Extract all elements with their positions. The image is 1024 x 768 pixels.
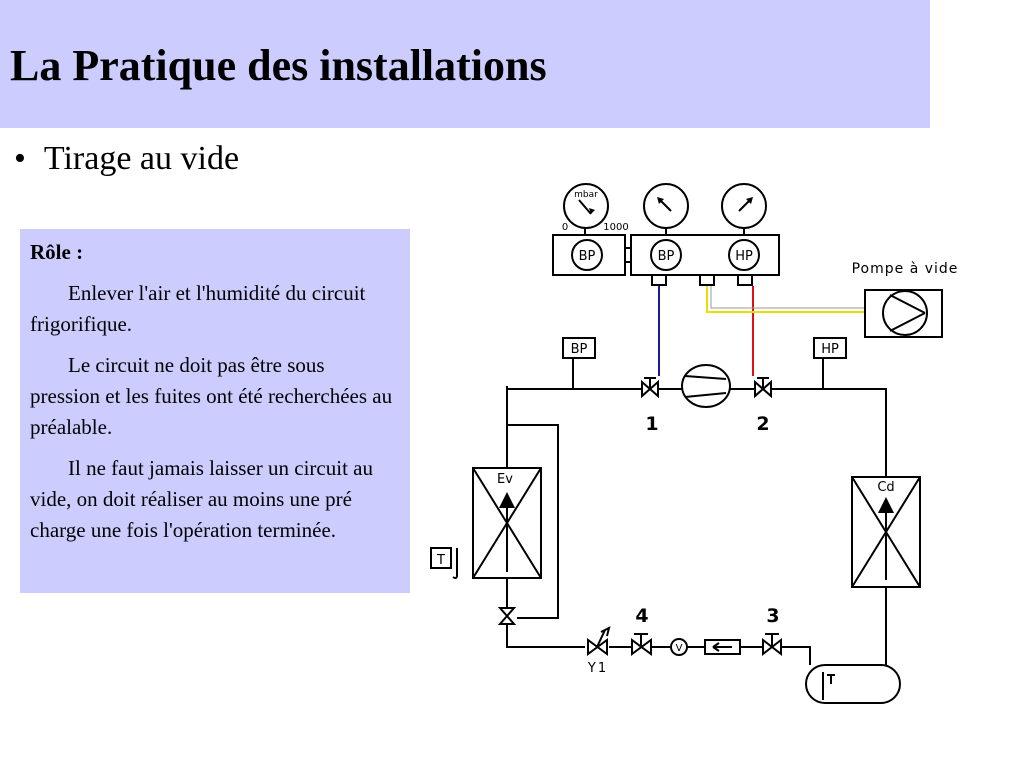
vacuum-pump [864,289,943,338]
thermostat-box [430,547,452,569]
bp-gauge-box [562,337,596,359]
valve-1 [641,377,659,399]
sight-glass-label: V [676,643,683,654]
circuit-pipe-top-right [771,388,887,477]
bullet-dot-icon: • [14,140,26,177]
vacuum-pump-label: Pompe à vide [852,261,959,277]
vacuometer-max: 1000 [603,222,628,233]
vacuometer-gauge [563,183,609,235]
evaporator-label: Ev [497,472,513,487]
evaporator-bypass-pipe [507,424,559,619]
evaporator [472,467,542,579]
hose-vacuum-pump-outline [710,286,865,309]
vacuometer-unit: mbar [574,190,598,200]
circuit-pipe-top-left [506,386,642,390]
bullet-item: • Tirage au vide [14,140,239,178]
manifold-label-bp-vacuum: BP [579,249,596,264]
hp-gauge-box [813,337,847,359]
manifold-hp-needle-icon [746,197,753,204]
slide-title: La Pratique des installations [10,41,547,90]
liquid-receiver [805,664,901,704]
compressor [681,364,731,408]
role-box: Rôle : Enlever l'air et l'humidité du ci… [20,229,410,593]
slide-header: La Pratique des installations [0,0,930,128]
hose-vacuum-pump [706,286,865,313]
solenoid-valve-y1 [587,626,611,656]
valve-3 [762,633,782,657]
thermostat-bulb-line [452,548,458,580]
evaporator-outlet-valve [497,607,517,625]
bp-gauge-label: BP [571,342,588,357]
circuit-pipe-bottom [506,620,811,665]
role-paragraph-3: Il ne faut jamais laisser un circuit au … [30,456,373,542]
sight-glass [670,638,688,656]
condenser [851,476,921,588]
manifold-bp-gauge [643,183,689,235]
manifold [552,234,780,286]
role-paragraph-2: Le circuit ne doit pas être sous pressio… [30,353,393,439]
thermostat-label: T [436,553,445,568]
manifold-label-hp: HP [735,249,753,264]
valve-4 [631,633,652,656]
filter-drier [704,639,741,655]
valve-2 [754,377,772,399]
hp-gauge-label: HP [821,342,839,357]
role-heading: Rôle : [30,240,84,264]
refrigeration-circuit-diagram: BP BP HP mbar 0 1000 Pompe à vide BP HP [430,183,959,704]
vacuometer-min: 0 [562,222,568,233]
bullet-text: Tirage au vide [43,140,240,177]
valve-3-label: 3 [766,605,779,627]
expansion-valve-label: Y1 [587,661,608,676]
valve-2-label: 2 [756,413,769,435]
valve-1-label: 1 [645,413,658,435]
vacuometer-needle-icon [589,208,595,214]
manifold-hp-gauge [721,183,767,235]
manifold-label-bp: BP [658,249,675,264]
role-paragraph-1: Enlever l'air et l'humidité du circuit f… [30,281,366,336]
condenser-label: Cd [877,480,894,495]
manifold-bp-needle-icon [657,197,664,204]
valve-4-label: 4 [635,605,648,627]
